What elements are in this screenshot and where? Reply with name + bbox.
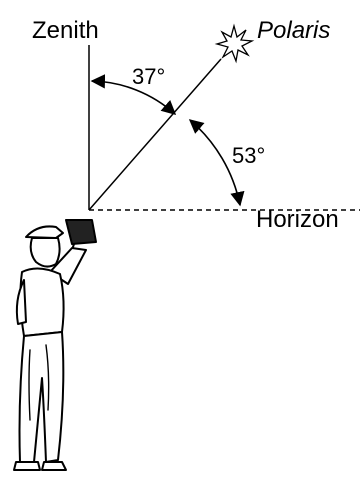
horizon-label: Horizon xyxy=(256,206,339,233)
horizon-angle-arc xyxy=(188,119,245,207)
polaris-star-icon xyxy=(214,23,255,64)
zenith-label: Zenith xyxy=(32,17,99,44)
angle-37-label: 37° xyxy=(132,64,165,89)
polaris-label: Polaris xyxy=(257,17,330,44)
sight-line-to-polaris xyxy=(88,58,222,211)
zenith-angle-arc xyxy=(90,74,177,115)
angle-53-label: 53° xyxy=(232,143,265,168)
observer-with-sextant-icon xyxy=(13,219,97,471)
